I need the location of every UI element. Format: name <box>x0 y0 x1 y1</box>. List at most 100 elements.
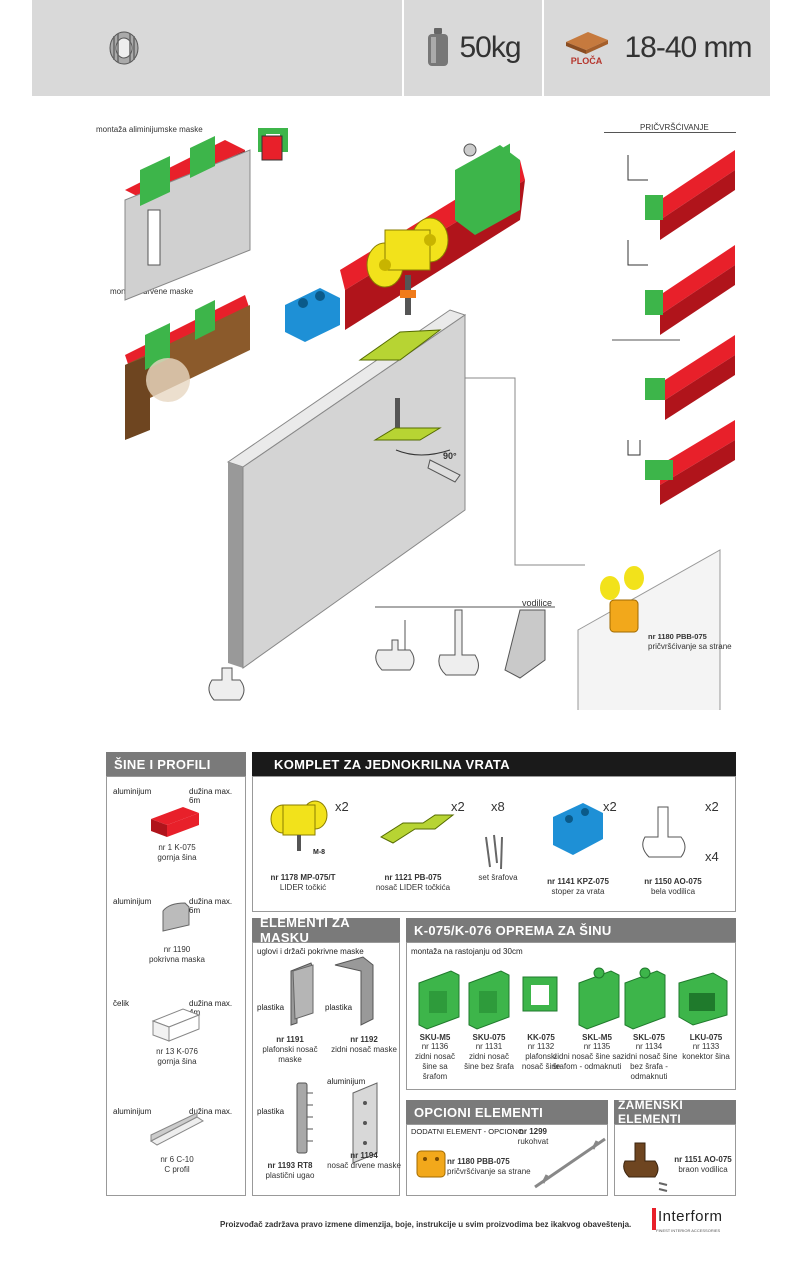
rail-material: aluminijum <box>113 897 152 906</box>
kit-code: nr 1178 MP-075/T <box>270 873 336 882</box>
side-fix-name: pričvršćivanje sa strane <box>648 642 732 651</box>
equipment-code: LKU-075 <box>689 1033 723 1042</box>
equipment-code: SKL-075 <box>632 1033 665 1042</box>
side-fix-icon <box>416 1150 446 1178</box>
optional-code: nr 1180 PBB-075 <box>447 1157 510 1166</box>
rail-name: pokrivna maska <box>148 955 206 964</box>
kit-qty: x2 <box>451 799 465 814</box>
kit-panel: x2 x2 x8 x2 x2 x4 M-8 nr 1178 MP-075/T L… <box>252 776 736 912</box>
replacement-code: nr 1151 AO-075 <box>674 1155 732 1164</box>
kit-name: stoper za vrata <box>551 887 605 896</box>
bearing-cell <box>32 0 404 96</box>
guides-detail <box>375 606 555 679</box>
k075-rail-icon <box>151 807 199 837</box>
thickness-value: 18-40 mm <box>624 31 752 64</box>
mask-name: zidni nosač maske <box>331 1045 397 1054</box>
kit-name: nosač LIDER točkića <box>375 883 451 892</box>
rails-header: ŠINE I PROFILI <box>106 752 246 776</box>
equipment-code: SKL-M5 <box>582 1033 612 1042</box>
floor-guide <box>208 667 245 701</box>
kit-name: bela vodilica <box>650 887 696 896</box>
kit-qty: x8 <box>491 799 505 814</box>
cover-mask-icon <box>162 902 190 932</box>
door-stopper-icon <box>553 803 603 855</box>
door-panel <box>226 309 467 669</box>
brand-name: Interform <box>658 1208 723 1225</box>
alu-mask-label: montaža aliminijumske maske <box>96 125 203 134</box>
assembly-diagram: montaža aliminijumske maske montaža drve… <box>0 110 800 710</box>
hanger-detail <box>373 398 461 483</box>
kit-code: nr 1121 PB-075 <box>384 873 442 882</box>
optional-name: pričvršćivanje sa strane <box>447 1167 531 1176</box>
rail-length: dužina max. 6m <box>189 787 233 805</box>
equipment-name: plafonski nosač šine <box>521 1052 561 1071</box>
weight-icon <box>428 28 449 66</box>
equipment-nr: nr 1133 <box>692 1042 720 1051</box>
kit-qty: x2 <box>705 799 719 814</box>
kit-code: nr 1141 KPZ-075 <box>547 877 609 886</box>
weight-value: 50kg <box>459 31 521 64</box>
rail-equipment-header: K-075/K-076 OPREMA ZA ŠINU <box>406 918 736 942</box>
wood-mask-label: montaža drvene maske <box>110 287 194 296</box>
rail-name: C profil <box>164 1165 190 1174</box>
kit-qty: x2 <box>603 799 617 814</box>
screw-set-icon <box>485 834 503 870</box>
rail-code: nr 13 K-076 <box>156 1047 198 1056</box>
rail-material: čelik <box>113 999 130 1008</box>
mask-header: ELEMENTI ZA MASKU <box>252 915 400 945</box>
fixing-variants <box>612 150 735 505</box>
mask-name: plastični ugao <box>265 1171 315 1180</box>
mask-illustrations <box>290 956 378 1164</box>
mask-code: nr 1192 <box>350 1035 378 1044</box>
c-profile-icon <box>150 1113 204 1146</box>
rail-equipment-subtitle: montaža na rastojanju od 30cm <box>411 947 523 956</box>
optional-code: nr 1299 <box>518 1127 548 1136</box>
mask-material: aluminijum <box>327 1077 366 1086</box>
replacement-panel: nr 1151 AO-075 braon vodilica <box>614 1124 736 1196</box>
equipment-nr: nr 1136 <box>421 1042 449 1051</box>
fixing-label: PRIČVRŠĆIVANJE <box>640 123 709 132</box>
skl-m5-icon <box>578 967 620 1030</box>
white-guide-icon <box>642 806 686 858</box>
angle-label: 90° <box>443 451 457 461</box>
rail-code: nr 1 K-075 <box>158 843 196 852</box>
optional-illustrations <box>416 1137 606 1189</box>
kit-header: KOMPLET ZA JEDNOKRILNA VRATA <box>252 752 736 776</box>
equipment-nr: nr 1131 <box>475 1042 503 1051</box>
optional-panel: DODATNI ELEMENT - OPCIONO nr 1299 rukohv… <box>406 1124 608 1196</box>
kit-illustrations <box>270 800 686 870</box>
equipment-name: zidni nosač šine sa šrafom <box>414 1052 456 1081</box>
bolt-label: M-8 <box>313 849 326 856</box>
alu-mask-detail <box>124 128 288 301</box>
replacement-name: braon vodilica <box>678 1165 728 1174</box>
rail-name: gornja šina <box>157 1057 197 1066</box>
replacement-illustrations <box>623 1142 668 1192</box>
kit-name: set šrafova <box>478 873 518 882</box>
equipment-nr: nr 1134 <box>635 1042 663 1051</box>
equipment-name: konektor šina <box>682 1052 730 1061</box>
equipment-name: zidni nosač šine sa šrafom - odmaknuti <box>552 1052 622 1071</box>
kit-code: nr 1150 AO-075 <box>644 877 702 886</box>
kk-075-icon <box>522 976 558 1012</box>
rail-length: dužina max. 4m <box>189 999 233 1017</box>
optional-header: OPCIONI ELEMENTI <box>406 1100 608 1124</box>
kit-name: LIDER točkić <box>279 883 327 892</box>
rail-name: gornja šina <box>157 853 197 862</box>
equipment-nr: nr 1132 <box>527 1042 555 1051</box>
lider-roller-icon <box>270 800 328 851</box>
side-fix-detail <box>577 549 721 710</box>
brand-mark <box>652 1208 656 1230</box>
lku-075-icon <box>678 972 728 1026</box>
fixing-rule <box>604 132 736 133</box>
mask-name: nosač drvene maske <box>327 1161 401 1170</box>
sku-m5-icon <box>418 970 460 1030</box>
handle-icon <box>534 1137 606 1189</box>
equipment-name: zidni nosač šine bez šrafa <box>464 1052 514 1071</box>
mask-panel: uglovi i držači pokrivne maske plastika … <box>252 942 401 1196</box>
bearing-icon <box>109 31 139 65</box>
wood-mask-detail <box>125 295 250 440</box>
assembly-illustration <box>124 128 735 710</box>
lider-hanger-icon <box>379 814 455 844</box>
mask-subtitle: uglovi i držači pokrivne maske <box>257 947 364 956</box>
spec-bar: 50kg PLOČA 18-40 mm <box>32 0 770 96</box>
